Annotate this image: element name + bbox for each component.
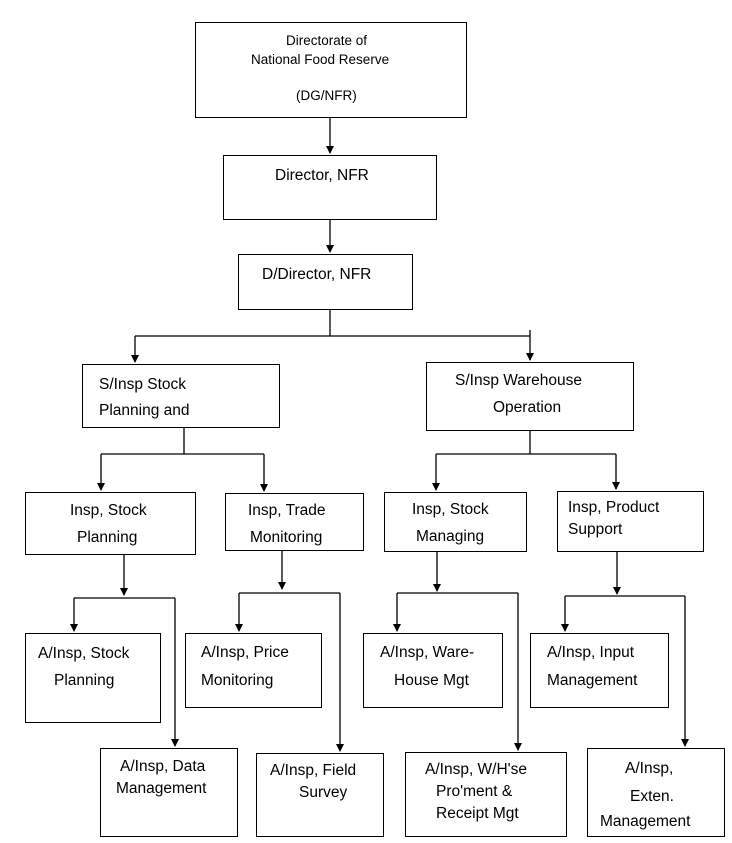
node-senior-left: S/Insp Stock Planning and	[82, 364, 280, 428]
node-directorate-line3: (DG/NFR)	[296, 88, 357, 103]
node-director: Director, NFR	[223, 155, 437, 220]
node-directorate-line1: Directorate of	[286, 33, 368, 48]
node-a-insp-field-survey-line1: A/Insp, Field	[270, 762, 357, 779]
node-a-insp-input-management: A/Insp, Input Management	[530, 633, 669, 708]
node-a-insp-exten-management-line3: Management	[600, 813, 691, 830]
node-a-insp-whse-proment-line3: Receipt Mgt	[436, 805, 519, 822]
node-directorate-line2: National Food Reserve	[251, 52, 390, 67]
node-senior-left-line2: Planning and	[99, 402, 190, 419]
node-senior-left-line1: S/Insp Stock	[99, 376, 187, 393]
node-insp-stock-planning-line1: Insp, Stock	[70, 502, 147, 519]
node-insp-trade-monitoring-line2: Monitoring	[250, 529, 323, 546]
node-insp-stock-managing-line1: Insp, Stock	[412, 501, 489, 518]
node-deputy-director-label: D/Director, NFR	[262, 266, 372, 283]
node-a-insp-warehouse-mgt: A/Insp, Ware- House Mgt	[363, 633, 503, 708]
node-a-insp-price-monitoring-line1: A/Insp, Price	[201, 644, 289, 661]
node-insp-stock-planning-line2: Planning	[77, 529, 138, 546]
node-a-insp-price-monitoring: A/Insp, Price Monitoring	[185, 633, 322, 708]
node-a-insp-data-management: A/Insp, Data Management	[100, 748, 238, 837]
node-insp-stock-managing-line2: Managing	[416, 528, 485, 545]
node-a-insp-exten-management: A/Insp, Exten. Management	[587, 748, 725, 837]
node-directorate: Directorate of National Food Reserve (DG…	[195, 22, 467, 118]
node-insp-product-support-line2: Support	[568, 521, 623, 538]
node-insp-product-support: Insp, Product Support	[557, 491, 704, 552]
node-a-insp-input-management-line1: A/Insp, Input	[547, 644, 635, 661]
node-insp-stock-managing: Insp, Stock Managing	[384, 492, 527, 552]
node-a-insp-whse-proment-line2: Pro'ment &	[436, 783, 513, 800]
node-insp-trade-monitoring: Insp, Trade Monitoring	[225, 493, 364, 551]
node-a-insp-data-management-line1: A/Insp, Data	[120, 758, 206, 775]
node-a-insp-field-survey: A/Insp, Field Survey	[256, 753, 384, 837]
node-a-insp-input-management-line2: Management	[547, 672, 638, 689]
node-a-insp-stock-planning-line1: A/Insp, Stock	[38, 645, 130, 662]
node-a-insp-exten-management-line2: Exten.	[630, 788, 674, 805]
node-a-insp-data-management-line2: Management	[116, 780, 207, 797]
node-senior-right-line2: Operation	[493, 399, 562, 416]
node-a-insp-whse-proment-line1: A/Insp, W/H'se	[425, 761, 528, 778]
node-deputy-director: D/Director, NFR	[238, 254, 413, 310]
node-insp-trade-monitoring-line1: Insp, Trade	[248, 502, 326, 519]
node-insp-product-support-line1: Insp, Product	[568, 499, 660, 516]
node-a-insp-warehouse-mgt-line1: A/Insp, Ware-	[380, 644, 475, 661]
node-a-insp-price-monitoring-line2: Monitoring	[201, 672, 274, 689]
node-senior-right: S/Insp Warehouse Operation	[426, 362, 634, 431]
node-a-insp-exten-management-line1: A/Insp,	[625, 760, 674, 777]
node-a-insp-field-survey-line2: Survey	[299, 784, 348, 801]
node-a-insp-whse-proment: A/Insp, W/H'se Pro'ment & Receipt Mgt	[405, 752, 567, 837]
node-a-insp-stock-planning-line2: Planning	[54, 672, 115, 689]
node-a-insp-stock-planning: A/Insp, Stock Planning	[25, 633, 161, 723]
node-director-label: Director, NFR	[275, 167, 369, 184]
node-senior-right-line1: S/Insp Warehouse	[455, 372, 582, 389]
node-insp-stock-planning: Insp, Stock Planning	[25, 492, 196, 555]
node-a-insp-warehouse-mgt-line2: House Mgt	[394, 672, 469, 689]
